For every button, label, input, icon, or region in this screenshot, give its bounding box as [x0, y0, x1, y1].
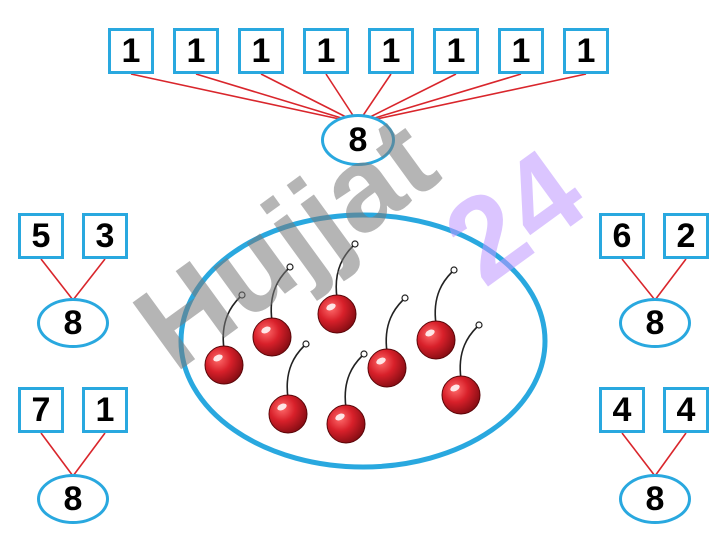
- right1-part-box-b: 2: [663, 213, 709, 259]
- left1-part-box-a: 5: [18, 213, 64, 259]
- cherry-8: [326, 350, 368, 444]
- group1-connector-line-b: [72, 258, 106, 301]
- cherry-5: [204, 291, 246, 385]
- group3-connector-line-a: [621, 258, 656, 301]
- group4-connector-line-b: [654, 432, 687, 477]
- top-connector-line-5: [359, 73, 392, 121]
- top-connector-line-1: [130, 73, 345, 121]
- cherry-3: [416, 266, 458, 360]
- top-connector-line-2: [195, 73, 349, 121]
- group4-connector-line-a: [621, 432, 656, 477]
- top-part-box-3: 1: [238, 28, 284, 74]
- cherry-4: [367, 294, 409, 388]
- top-part-box-8: 1: [563, 28, 609, 74]
- right2-part-box-a: 4: [599, 387, 645, 433]
- top-part-box-7: 1: [498, 28, 544, 74]
- top-connector-line-7: [367, 73, 522, 121]
- group2-connector-line-b: [72, 432, 106, 477]
- top-connector-line-4: [325, 73, 357, 121]
- cherry-group: [204, 240, 483, 444]
- left2-part-box-a: 7: [18, 387, 64, 433]
- top-part-box-4: 1: [303, 28, 349, 74]
- cherry-6: [441, 321, 483, 415]
- left2-part-box-b: 1: [82, 387, 128, 433]
- top-part-box-2: 1: [173, 28, 219, 74]
- group2-connector-line-a: [40, 432, 74, 477]
- left2-total-oval: 8: [37, 474, 109, 524]
- right2-total-oval: 8: [619, 474, 691, 524]
- cherry-2: [252, 263, 294, 357]
- top-connector-line-3: [260, 73, 353, 121]
- top-connector-line-8: [371, 73, 587, 121]
- top-connector-line-6: [363, 73, 457, 121]
- right1-part-box-a: 6: [599, 213, 645, 259]
- top-part-box-1: 1: [108, 28, 154, 74]
- right1-total-oval: 8: [619, 298, 691, 348]
- top-part-box-5: 1: [368, 28, 414, 74]
- cherry-7: [268, 340, 310, 434]
- group3-connector-line-b: [654, 258, 687, 301]
- left1-part-box-b: 3: [82, 213, 128, 259]
- top-total-oval: 8: [321, 114, 395, 166]
- left1-total-oval: 8: [37, 298, 109, 348]
- cherry-1: [317, 240, 359, 334]
- group1-connector-line-a: [40, 258, 74, 301]
- right2-part-box-b: 4: [663, 387, 709, 433]
- top-part-box-6: 1: [433, 28, 479, 74]
